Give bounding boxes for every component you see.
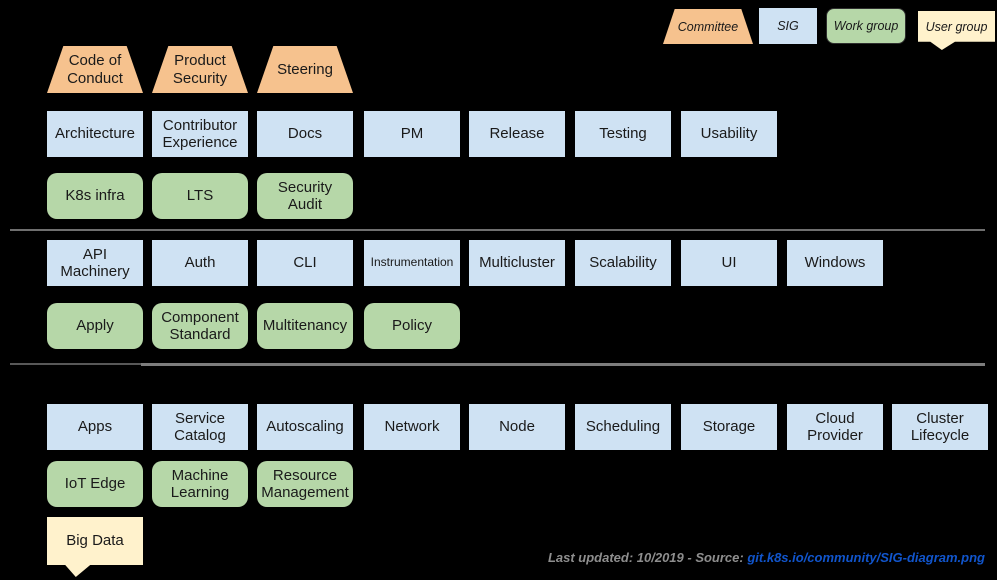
source-link[interactable]: git.k8s.io/community/SIG-diagram.png [747, 550, 985, 565]
sig-usability: Usability [681, 111, 777, 157]
workgroup-security-audit: Security Audit [257, 173, 353, 219]
sig-architecture: Architecture [47, 111, 143, 157]
usergroup-big-data: Big Data [47, 517, 143, 577]
sig-instrumentation: Instrumentation [364, 240, 460, 286]
sig-multicluster: Multicluster [469, 240, 565, 286]
legend-work-group-shape: Work group [826, 8, 906, 44]
committees-row: Code of Conduct Product Security Steerin… [0, 46, 997, 93]
sig-cluster-lifecycle: Cluster Lifecycle [892, 404, 988, 450]
workgroup-multitenancy: Multitenancy [257, 303, 353, 349]
legend-sig-shape: SIG [759, 8, 817, 44]
sig-network: Network [364, 404, 460, 450]
sig-api-machinery: API Machinery [47, 240, 143, 286]
sig-storage: Storage [681, 404, 777, 450]
workgroup-k8s-infra: K8s infra [47, 173, 143, 219]
workgroup-machine-learning: Machine Learning [152, 461, 248, 507]
sig-node: Node [469, 404, 565, 450]
separator-1 [10, 229, 985, 231]
workgroup-component-standard: Component Standard [152, 303, 248, 349]
sig-docs: Docs [257, 111, 353, 157]
sig-contributor-experience: Contributor Experience [152, 111, 248, 157]
legend-committee-shape: Committee [663, 9, 753, 44]
usergroups-row: Big Data [0, 517, 997, 577]
footer-attribution: Last updated: 10/2019 - Source: git.k8s.… [548, 550, 985, 565]
workgroup-lts: LTS [152, 173, 248, 219]
sig-apps: Apps [47, 404, 143, 450]
workgroup-apply: Apply [47, 303, 143, 349]
separator-2-right [141, 363, 985, 366]
sigs-row-2: API Machinery Auth CLI Instrumentation M… [0, 240, 997, 287]
workgroups-row-2: Apply Component Standard Multitenancy Po… [0, 303, 997, 350]
sig-service-catalog: Service Catalog [152, 404, 248, 450]
sig-testing: Testing [575, 111, 671, 157]
sig-ui: UI [681, 240, 777, 286]
sigs-row-3: Apps Service Catalog Autoscaling Network… [0, 404, 997, 451]
workgroups-row-3: IoT Edge Machine Learning Resource Manag… [0, 461, 997, 508]
sig-autoscaling: Autoscaling [257, 404, 353, 450]
committee-product-security: Product Security [152, 46, 248, 93]
sig-cloud-provider: Cloud Provider [787, 404, 883, 450]
last-updated-text: Last updated: 10/2019 - Source: [547, 550, 748, 565]
sig-scalability: Scalability [575, 240, 671, 286]
workgroup-iot-edge: IoT Edge [47, 461, 143, 507]
committee-code-of-conduct: Code of Conduct [47, 46, 143, 93]
sig-windows: Windows [787, 240, 883, 286]
workgroup-policy: Policy [364, 303, 460, 349]
sig-cli: CLI [257, 240, 353, 286]
sig-auth: Auth [152, 240, 248, 286]
sig-scheduling: Scheduling [575, 404, 671, 450]
sig-release: Release [469, 111, 565, 157]
sig-pm: PM [364, 111, 460, 157]
committee-steering: Steering [257, 46, 353, 93]
legend-user-group-shape: User group [918, 11, 995, 50]
workgroup-resource-management: Resource Management [257, 461, 353, 507]
sigs-row-1: Architecture Contributor Experience Docs… [0, 111, 997, 158]
workgroups-row-1: K8s infra LTS Security Audit [0, 173, 997, 220]
separator-2-left [10, 363, 141, 365]
